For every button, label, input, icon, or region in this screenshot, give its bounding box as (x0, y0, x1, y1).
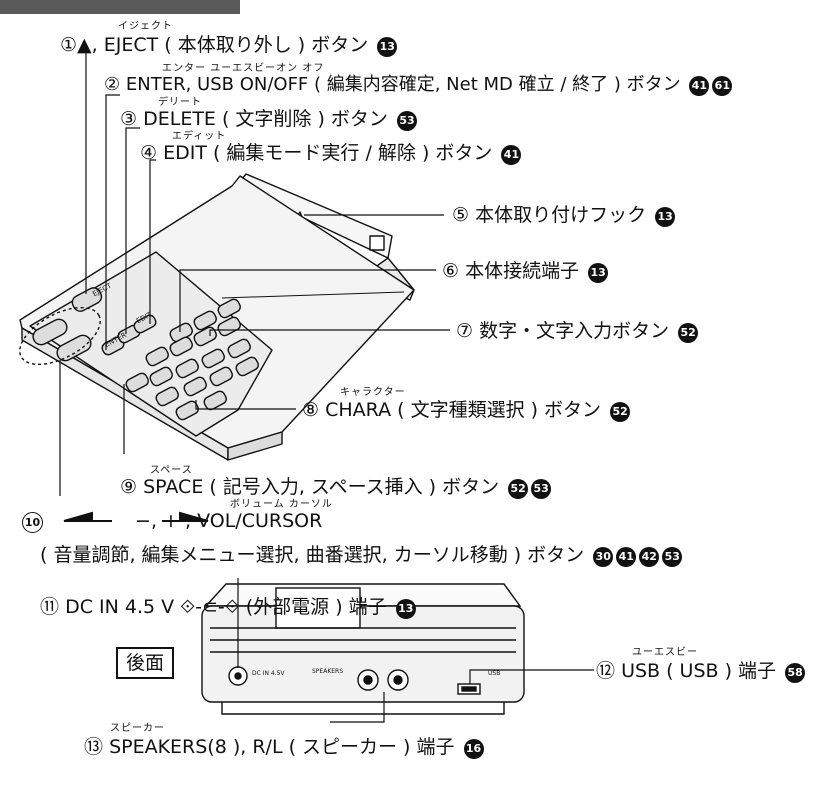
dc-in-port-label: DC IN 4.5V (252, 670, 285, 677)
callout-8-ruby: キャラクター (340, 387, 406, 398)
callout-6: ⑥ 本体接続端子 13 (442, 260, 609, 283)
callout-6-number: ⑥ (442, 260, 460, 282)
callout-13-ruby: スピーカー (110, 723, 165, 734)
callout-2-page-a: 41 (689, 76, 710, 96)
callout-13-number: ⑬ (84, 736, 104, 758)
callout-13-text: SPEAKERS(8 ), R/L ( スピーカー ) 端子 (109, 736, 455, 758)
callout-7-text: 数字・文字入力ボタン (479, 320, 670, 342)
callout-12: ⑫ USB ( USB ) 端子 58 (596, 660, 806, 683)
callout-10-text: −, + , VOL/CURSOR (135, 510, 323, 532)
callout-6-text: 本体接続端子 (465, 260, 580, 282)
callout-13: ⑬ SPEAKERS(8 ), R/L ( スピーカー ) 端子 16 (84, 736, 484, 759)
callout-3: ③ DELETE ( 文字削除 ) ボタン 53 (120, 108, 417, 131)
callout-5-page: 13 (655, 207, 676, 227)
callout-9-page-b: 53 (531, 479, 552, 499)
callout-7-number: ⑦ (456, 320, 474, 342)
callout-1-page: 13 (377, 37, 398, 57)
callout-11-page: 13 (395, 599, 416, 619)
callout-7-page: 52 (678, 323, 699, 343)
callout-3-page: 53 (396, 111, 417, 131)
callout-12-number: ⑫ (596, 660, 616, 682)
callout-8-text: CHARA ( 文字種類選択 ) ボタン (325, 399, 602, 421)
callout-4-text: EDIT ( 編集モード実行 / 解除 ) ボタン (163, 142, 493, 164)
callout-1-ruby: イジェクト (118, 21, 173, 32)
callout-3-number: ③ (120, 108, 138, 130)
callout-8-number: ⑧ (302, 399, 320, 421)
callout-9-number: ⑨ (120, 476, 138, 498)
callout-9-text: SPACE ( 記号入力, スペース挿入 ) ボタン (143, 476, 500, 498)
callout-4-page: 41 (501, 145, 522, 165)
callout-11-number: ⑪ (40, 596, 60, 618)
callout-8-page: 52 (610, 402, 631, 422)
callout-10-page-c: 42 (639, 547, 660, 567)
callout-12-page: 58 (785, 663, 806, 683)
callout-5-text: 本体取り付けフック (475, 204, 647, 226)
callout-10-page-d: 53 (662, 547, 683, 567)
callout-1: ①▲, EJECT ( 本体取り外し ) ボタン 13 (60, 34, 398, 57)
callout-10-number: 10 (22, 512, 43, 533)
callout-1-number: ① (60, 34, 78, 56)
callout-7: ⑦ 数字・文字入力ボタン 52 (456, 320, 699, 343)
callout-11-text: DC IN 4.5 V ⟐-⊂-⟐ (外部電源 ) 端子 (65, 596, 387, 618)
callout-5: ⑤ 本体取り付けフック 13 (452, 204, 676, 227)
callout-4: ④ EDIT ( 編集モード実行 / 解除 ) ボタン 41 (140, 142, 522, 165)
callout-3-ruby: デリート (158, 97, 202, 108)
callout-10-page-b: 41 (616, 547, 637, 567)
callout-12-text: USB ( USB ) 端子 (621, 660, 777, 682)
callout-5-number: ⑤ (452, 204, 470, 226)
callout-2-page-b: 61 (712, 76, 733, 96)
callout-2-ruby: エンター ユーエスビーオン オフ (162, 63, 325, 74)
callout-3-text: DELETE ( 文字削除 ) ボタン (143, 108, 388, 130)
callout-2-text: ENTER, USB ON/OFF ( 編集内容確定, Net MD 確立 / … (125, 74, 681, 95)
callout-2: ② ENTER, USB ON/OFF ( 編集内容確定, Net MD 確立 … (104, 74, 733, 96)
callout-9-ruby: スペース (150, 465, 193, 476)
rear-view-label: 後面 (116, 647, 175, 679)
callout-8: ⑧ CHARA ( 文字種類選択 ) ボタン 52 (302, 399, 631, 422)
callout-10: 10 −, + , VOL/CURSOR (22, 510, 322, 533)
usb-port-label: USB (488, 670, 501, 677)
callout-13-page: 16 (463, 739, 484, 759)
speakers-port-label: SPEAKERS (312, 668, 344, 675)
callout-2-number: ② (104, 74, 121, 95)
callout-12-ruby: ユーエスビー (632, 647, 698, 658)
callout-10-ruby: ボリューム カーソル (230, 499, 333, 510)
callout-6-page: 13 (588, 263, 609, 283)
callout-10-page-a: 30 (593, 547, 614, 567)
callout-11: ⑪ DC IN 4.5 V ⟐-⊂-⟐ (外部電源 ) 端子 13 (40, 596, 416, 619)
callout-1-text: ▲, EJECT ( 本体取り外し ) ボタン (77, 34, 369, 56)
callout-4-ruby: エディット (172, 131, 227, 142)
callout-4-number: ④ (140, 142, 158, 164)
callout-9-page-a: 52 (508, 479, 529, 499)
callout-10-desc-text: ( 音量調節, 編集メニュー選択, 曲番選択, カーソル移動 ) ボタン (40, 544, 585, 566)
header-tab (0, 0, 240, 14)
